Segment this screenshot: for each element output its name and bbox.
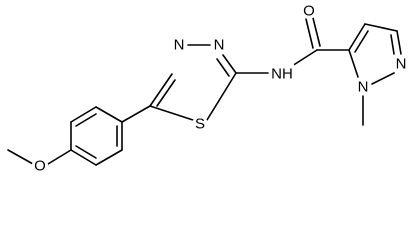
bond-o-aryl: [47, 149, 72, 165]
bond-c5-n4: [149, 73, 173, 107]
bond-c3-n2: [396, 30, 402, 55]
bond-carbonyl-o: [305, 18, 314, 49]
bond-c5-c4-double: [354, 30, 369, 53]
bond-c5-c4: [348, 23, 366, 51]
atom-n-pyrazole-2: N: [396, 56, 407, 73]
bond-benzene-2: [70, 106, 97, 123]
bond-benzene-3: [95, 106, 123, 123]
bond-n1-c5: [348, 49, 359, 78]
atom-o-carbonyl: O: [303, 3, 315, 20]
bond-c3-n2-double: [390, 34, 395, 55]
bond-benzene-5: [95, 149, 123, 166]
bonds: [7, 17, 402, 166]
bond-c4-c3: [364, 23, 398, 32]
atom-n-pyrazole-1: N: [358, 79, 369, 96]
atom-s-thiadiazole: S: [195, 116, 205, 133]
atom-n-thiadiazole-4: N: [174, 37, 185, 54]
bond-c5-n4-double: [156, 79, 176, 107]
atom-o-methoxy: O: [34, 158, 46, 175]
atom-labels: O N N S NH O N N: [32, 3, 409, 175]
bond-c2-s: [206, 72, 237, 121]
bond-carbonyl-o-double: [312, 17, 321, 47]
bond-benzene-double-1: [75, 113, 97, 127]
bond-methyl-o: [7, 149, 34, 165]
atom-nh-amide: NH: [271, 66, 293, 83]
molecule-structure: O N N S NH O N N: [7, 2, 409, 175]
bond-s-c5: [149, 105, 194, 121]
bond-n3-c2: [222, 54, 237, 74]
atom-n-thiadiazole-3: N: [214, 37, 225, 54]
bond-benzene-6: [70, 149, 97, 166]
bond-aryl-thiadiazole: [121, 105, 151, 123]
bond-n3-c2-double: [216, 58, 230, 77]
bond-n2-n1: [371, 72, 395, 85]
bond-nh-carbonyl: [291, 49, 318, 67]
bond-benzene-double-3: [75, 145, 97, 159]
